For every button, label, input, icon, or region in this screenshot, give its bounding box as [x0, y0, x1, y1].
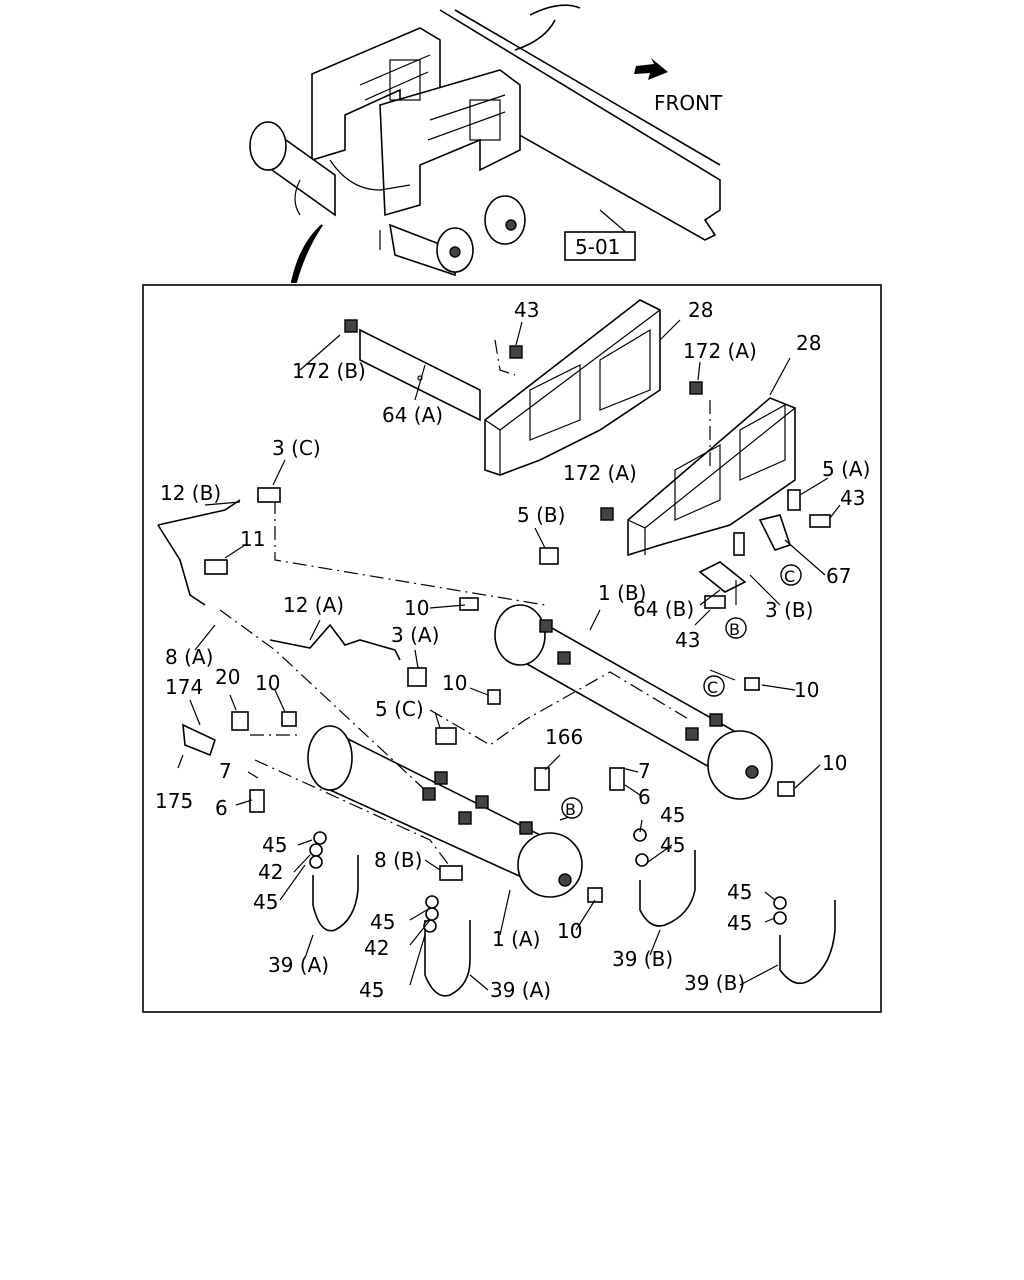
- reference-label: 5-01: [575, 235, 620, 259]
- callout-39b-mid: 39 (B): [612, 947, 673, 971]
- chassis-overview: FRONT 5-01: [249, 4, 723, 283]
- svg-text:C: C: [707, 678, 718, 697]
- callout-43-low: 43: [675, 628, 700, 652]
- callout-39b-right: 39 (B): [684, 971, 745, 995]
- callout-39a-right: 39 (A): [490, 978, 551, 1002]
- callout-64b: 64 (B): [633, 597, 694, 621]
- callout-45-h: 45: [727, 911, 752, 935]
- detail-drawing: [157, 299, 841, 997]
- svg-text:B: B: [729, 620, 740, 639]
- callout-8a: 8 (A): [165, 645, 213, 669]
- callout-6-left: 6: [215, 796, 228, 820]
- callout-10-d: 10: [794, 678, 819, 702]
- callout-28-left: 28: [688, 298, 713, 322]
- callout-45-d: 45: [253, 890, 278, 914]
- reference-box: [564, 231, 636, 261]
- callout-1b: 1 (B): [598, 581, 646, 605]
- callout-7-right: 7: [638, 759, 651, 783]
- front-label: FRONT: [654, 91, 723, 115]
- callout-172a-mid: 172 (A): [563, 461, 637, 485]
- circle-marker-c-low: C: [703, 675, 725, 697]
- callout-7-left: 7: [219, 759, 232, 783]
- callout-42-b: 42: [364, 936, 389, 960]
- callout-6-right: 6: [638, 785, 651, 809]
- callout-64a: 64 (A): [382, 403, 443, 427]
- callout-10-c: 10: [442, 671, 467, 695]
- callout-45-c: 45: [660, 833, 685, 857]
- callout-labels: 43 28 28 172 (B) 64 (A) 172 (A) 172 (A) …: [155, 298, 870, 1002]
- callout-1a: 1 (A): [492, 927, 540, 951]
- callout-45-a: 45: [660, 803, 685, 827]
- callout-28-right: 28: [796, 331, 821, 355]
- svg-text:C: C: [784, 567, 795, 586]
- callout-5a: 5 (A): [822, 457, 870, 481]
- callout-172b: 172 (B): [292, 359, 366, 383]
- callout-12b: 12 (B): [160, 481, 221, 505]
- pointer-arrow-icon: [290, 224, 323, 283]
- callout-39a-left: 39 (A): [268, 953, 329, 977]
- callout-172a-top: 172 (A): [683, 339, 757, 363]
- callout-8b: 8 (B): [374, 848, 422, 872]
- callout-10-a: 10: [404, 596, 429, 620]
- callout-20: 20: [215, 665, 240, 689]
- callout-174: 174: [165, 675, 203, 699]
- svg-text:B: B: [565, 800, 576, 819]
- callout-45-e: 45: [370, 910, 395, 934]
- callout-10-b: 10: [255, 671, 280, 695]
- detail-frame: [142, 284, 882, 1013]
- callout-42-a: 42: [258, 860, 283, 884]
- callout-43-top: 43: [514, 298, 539, 322]
- front-arrow-icon: [634, 58, 668, 80]
- circle-marker-c-top: C: [780, 564, 802, 586]
- callout-10-f: 10: [557, 919, 582, 943]
- callout-67: 67: [826, 564, 851, 588]
- callout-45-f: 45: [359, 978, 384, 1002]
- circle-marker-b-top: B: [725, 617, 747, 639]
- callout-175: 175: [155, 789, 193, 813]
- callout-45-g: 45: [727, 880, 752, 904]
- callout-166: 166: [545, 725, 583, 749]
- circle-marker-b-low: B: [561, 797, 583, 819]
- callout-11: 11: [240, 527, 265, 551]
- callout-10-e: 10: [822, 751, 847, 775]
- callout-45-b: 45: [262, 833, 287, 857]
- callout-3b: 3 (B): [765, 598, 813, 622]
- callout-3a: 3 (A): [391, 623, 439, 647]
- callout-43-right: 43: [840, 486, 865, 510]
- callout-3c: 3 (C): [272, 436, 321, 460]
- callout-5c: 5 (C): [375, 697, 424, 721]
- callout-12a: 12 (A): [283, 593, 344, 617]
- callout-5b: 5 (B): [517, 503, 565, 527]
